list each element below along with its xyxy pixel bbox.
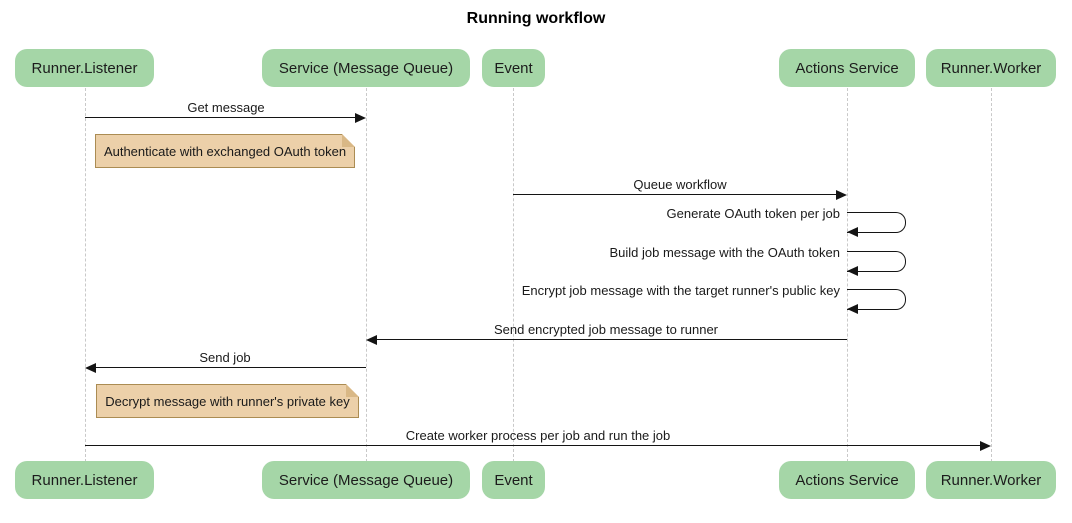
message-line-queue-workflow — [513, 194, 838, 196]
message-label-send-encrypted-job: Send encrypted job message to runner — [493, 322, 719, 337]
note-text: Decrypt message with runner's private ke… — [105, 393, 350, 409]
participant-service-message-queue-top: Service (Message Queue) — [262, 49, 470, 87]
note-fold — [342, 134, 355, 147]
message-label-send-job: Send job — [199, 350, 251, 365]
lifeline-runner-listener — [84, 88, 86, 462]
message-label-queue-workflow: Queue workflow — [633, 177, 727, 192]
message-line-get-message — [85, 117, 357, 119]
arrowhead-left-icon — [847, 227, 858, 237]
note-text: Authenticate with exchanged OAuth token — [103, 143, 347, 159]
arrowhead-right-icon — [355, 113, 366, 123]
participant-runner-worker-top: Runner.Worker — [926, 49, 1056, 87]
arrowhead-left-icon — [366, 335, 377, 345]
lifeline-service-message-queue — [365, 88, 367, 462]
diagram-title: Running workflow — [466, 10, 606, 27]
arrowhead-right-icon — [836, 190, 847, 200]
message-line-send-encrypted-job — [377, 339, 847, 341]
message-label-get-message: Get message — [187, 100, 265, 115]
message-line-create-worker — [85, 445, 980, 447]
participant-event-bottom: Event — [482, 461, 545, 499]
participant-runner-worker-bottom: Runner.Worker — [926, 461, 1056, 499]
message-label-encrypt-job-message: Encrypt job message with the target runn… — [521, 283, 840, 298]
participant-service-message-queue-bottom: Service (Message Queue) — [262, 461, 470, 499]
lifeline-event — [512, 88, 514, 462]
participant-event-top: Event — [482, 49, 545, 87]
arrowhead-left-icon — [85, 363, 96, 373]
self-loop-encrypt-job-message — [847, 289, 906, 310]
note-decrypt: Decrypt message with runner's private ke… — [96, 384, 359, 418]
arrowhead-left-icon — [847, 304, 858, 314]
participant-runner-listener-top: Runner.Listener — [15, 49, 154, 87]
arrowhead-left-icon — [847, 266, 858, 276]
message-label-generate-oauth-token: Generate OAuth token per job — [666, 206, 840, 221]
self-loop-generate-oauth-token — [847, 212, 906, 233]
participant-actions-service-top: Actions Service — [779, 49, 915, 87]
message-label-create-worker: Create worker process per job and run th… — [405, 428, 671, 443]
arrowhead-right-icon — [980, 441, 991, 451]
note-authenticate: Authenticate with exchanged OAuth token — [95, 134, 355, 168]
lifeline-runner-worker — [990, 88, 992, 462]
self-loop-build-job-message — [847, 251, 906, 272]
participant-actions-service-bottom: Actions Service — [779, 461, 915, 499]
participant-runner-listener-bottom: Runner.Listener — [15, 461, 154, 499]
message-label-build-job-message: Build job message with the OAuth token — [609, 245, 840, 260]
message-line-send-job — [96, 367, 366, 369]
note-fold — [346, 384, 359, 397]
